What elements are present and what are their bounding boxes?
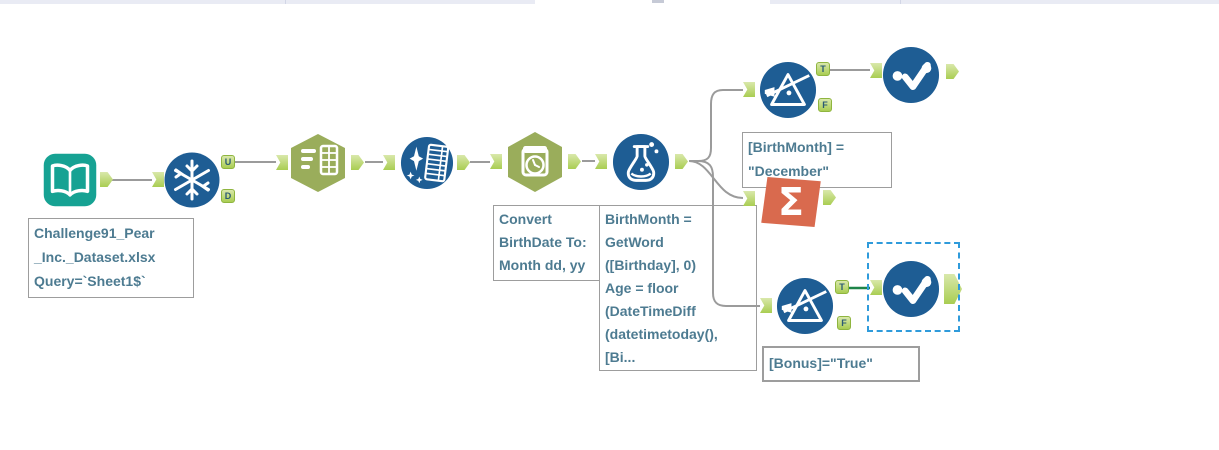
unique-tool[interactable] xyxy=(164,152,220,208)
anchor-label: T xyxy=(839,281,845,292)
wire-formula-to-summarize[interactable] xyxy=(688,160,744,199)
annotation-filter-bonus[interactable]: [Bonus]="True" xyxy=(762,346,920,382)
input-anchor[interactable] xyxy=(383,155,395,170)
annotation-line: Month dd, yy xyxy=(499,257,586,273)
annotation-line: GetWord xyxy=(605,234,664,250)
input-anchor[interactable] xyxy=(760,298,772,313)
input-anchor[interactable] xyxy=(870,280,882,295)
snowflake-icon xyxy=(164,152,220,208)
data-cleansing-tool[interactable] xyxy=(400,136,454,190)
output-anchor[interactable] xyxy=(823,190,836,205)
annotation-datetime[interactable]: Convert BirthDate To: Month dd, yy xyxy=(493,205,611,281)
anchor-label: U xyxy=(224,156,232,167)
datetime-tool[interactable] xyxy=(507,131,563,193)
selection-marquee xyxy=(867,242,960,332)
sigma-icon: Σ xyxy=(778,180,804,224)
output-anchor[interactable] xyxy=(675,154,688,169)
calendar-clock-icon xyxy=(508,132,562,192)
formula-tool[interactable] xyxy=(612,133,670,191)
browser-tab-strip xyxy=(0,0,1219,4)
output-anchor-false[interactable]: F xyxy=(818,98,832,112)
output-anchor[interactable] xyxy=(351,155,364,170)
input-anchor[interactable] xyxy=(490,154,502,169)
sparkle-table-icon xyxy=(400,136,454,190)
filter-tool-bonus[interactable] xyxy=(776,277,834,335)
annotation-line: ([Birthday], 0) xyxy=(605,257,696,273)
output-anchor-false[interactable]: F xyxy=(837,316,851,330)
output-anchor[interactable] xyxy=(100,172,113,187)
annotation-input-data[interactable]: Challenge91_Pear _Inc._Dataset.xlsx Quer… xyxy=(28,218,194,298)
anchor-label: F xyxy=(822,99,828,110)
wire-formula-to-filter-top[interactable] xyxy=(689,89,743,162)
annotation-line: Query=`Sheet1$` xyxy=(34,273,146,289)
input-anchor[interactable] xyxy=(276,155,288,170)
wire-formula-to-filter-bottom[interactable] xyxy=(689,160,760,307)
summarize-tool[interactable]: Σ xyxy=(761,177,821,227)
check-dots-icon xyxy=(882,46,940,104)
input-anchor[interactable] xyxy=(870,63,882,78)
annotation-line: BirthMonth = xyxy=(605,211,692,227)
input-anchor[interactable] xyxy=(743,82,755,97)
anchor-label: T xyxy=(820,63,826,74)
output-anchor[interactable] xyxy=(946,64,959,79)
output-anchor[interactable] xyxy=(568,154,581,169)
input-anchor[interactable] xyxy=(152,172,164,187)
list-table-icon xyxy=(291,134,345,192)
annotation-line: (DateTimeDiff xyxy=(605,303,696,319)
tab-separator xyxy=(900,0,901,4)
filter-tool-birthmonth[interactable] xyxy=(759,61,817,119)
output-anchor-true[interactable]: T xyxy=(816,62,830,76)
check-dots-icon xyxy=(882,260,940,318)
anchor-label: F xyxy=(841,317,847,328)
output-anchor[interactable] xyxy=(457,155,470,170)
annotation-line: _Inc._Dataset.xlsx xyxy=(34,249,156,265)
funnel-triangle-icon xyxy=(759,61,817,119)
annotation-line: Convert xyxy=(499,211,552,227)
tab-separator xyxy=(285,0,286,4)
annotation-line: [Bi... xyxy=(605,349,636,365)
annotation-formula[interactable]: BirthMonth = GetWord ([Birthday], 0) Age… xyxy=(599,205,757,371)
input-anchor[interactable] xyxy=(595,154,607,169)
annotation-line: "December" xyxy=(748,163,829,179)
annotation-line: Age = floor xyxy=(605,280,679,296)
annotation-line: [Bonus]="True" xyxy=(769,355,873,371)
annotation-line: BirthDate To: xyxy=(499,234,587,250)
output-anchor-true[interactable]: T xyxy=(835,280,849,294)
input-data-tool[interactable] xyxy=(42,152,98,208)
funnel-triangle-icon xyxy=(776,277,834,335)
flask-icon xyxy=(612,133,670,191)
select-tool[interactable] xyxy=(290,133,346,193)
browse-tool-bottom-selected[interactable] xyxy=(882,260,940,318)
browse-tool-top[interactable] xyxy=(882,46,940,104)
input-anchor[interactable] xyxy=(743,191,755,206)
anchor-label: D xyxy=(224,190,232,201)
output-anchor-selected[interactable] xyxy=(944,274,962,304)
annotation-line: [BirthMonth] = xyxy=(748,139,845,155)
output-anchor-unique-d[interactable]: D xyxy=(221,189,235,203)
annotation-line: (datetimetoday(), xyxy=(605,326,718,342)
output-anchor-unique-u[interactable]: U xyxy=(221,155,235,169)
book-icon xyxy=(43,153,97,207)
annotation-line: Challenge91_Pear xyxy=(34,225,155,241)
tab-dash xyxy=(652,0,664,3)
